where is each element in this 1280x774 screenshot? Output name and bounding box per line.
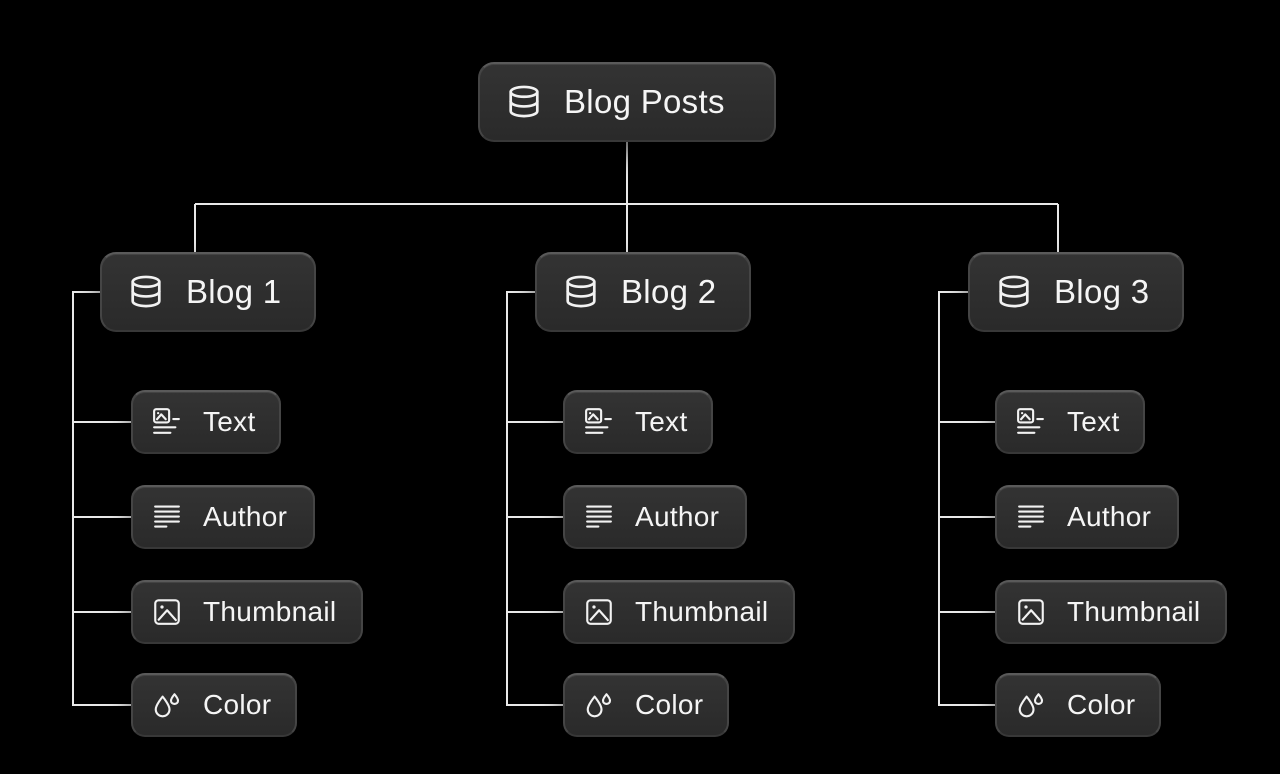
node-blog-2-thumbnail: Thumbnail bbox=[563, 580, 795, 644]
node-blog-3-author: Author bbox=[995, 485, 1179, 549]
water-drop-icon bbox=[1016, 690, 1046, 720]
node-label: Blog 2 bbox=[621, 273, 717, 310]
image-icon bbox=[152, 597, 182, 627]
node-label: Author bbox=[1067, 501, 1152, 532]
node-label: Blog Posts bbox=[564, 83, 725, 120]
node-label: Text bbox=[203, 406, 256, 437]
blog1-field-connectors bbox=[72, 291, 131, 706]
node-blog-3: Blog 3 bbox=[968, 252, 1184, 332]
database-icon bbox=[995, 273, 1033, 311]
node-label: Author bbox=[635, 501, 720, 532]
node-blog-1-color: Color bbox=[131, 673, 297, 737]
node-label: Color bbox=[203, 689, 272, 720]
blog2-field-connectors bbox=[506, 291, 563, 706]
node-blog-2-text: Text bbox=[563, 390, 713, 454]
node-label: Blog 1 bbox=[186, 273, 282, 310]
rich-text-icon bbox=[1016, 407, 1046, 437]
node-blog-1-author: Author bbox=[131, 485, 315, 549]
database-icon bbox=[562, 273, 600, 311]
blog3-field-connectors bbox=[938, 291, 995, 706]
node-blog-2-author: Author bbox=[563, 485, 747, 549]
node-blog-posts: Blog Posts bbox=[478, 62, 776, 142]
node-blog-1: Blog 1 bbox=[100, 252, 316, 332]
rich-text-icon bbox=[152, 407, 182, 437]
text-lines-icon bbox=[152, 502, 182, 532]
node-label: Color bbox=[1067, 689, 1136, 720]
database-icon bbox=[505, 83, 543, 121]
node-blog-3-thumbnail: Thumbnail bbox=[995, 580, 1227, 644]
water-drop-icon bbox=[152, 690, 182, 720]
root-connector bbox=[194, 142, 1059, 252]
node-blog-1-text: Text bbox=[131, 390, 281, 454]
water-drop-icon bbox=[584, 690, 614, 720]
node-label: Thumbnail bbox=[203, 596, 337, 627]
node-label: Author bbox=[203, 501, 288, 532]
image-icon bbox=[1016, 597, 1046, 627]
node-label: Thumbnail bbox=[635, 596, 769, 627]
node-blog-3-text: Text bbox=[995, 390, 1145, 454]
node-label: Text bbox=[1067, 406, 1120, 437]
node-label: Text bbox=[635, 406, 688, 437]
node-blog-2-color: Color bbox=[563, 673, 729, 737]
node-blog-2: Blog 2 bbox=[535, 252, 751, 332]
node-blog-3-color: Color bbox=[995, 673, 1161, 737]
node-blog-1-thumbnail: Thumbnail bbox=[131, 580, 363, 644]
text-lines-icon bbox=[584, 502, 614, 532]
node-label: Blog 3 bbox=[1054, 273, 1150, 310]
node-label: Thumbnail bbox=[1067, 596, 1201, 627]
text-lines-icon bbox=[1016, 502, 1046, 532]
database-icon bbox=[127, 273, 165, 311]
rich-text-icon bbox=[584, 407, 614, 437]
node-label: Color bbox=[635, 689, 704, 720]
image-icon bbox=[584, 597, 614, 627]
